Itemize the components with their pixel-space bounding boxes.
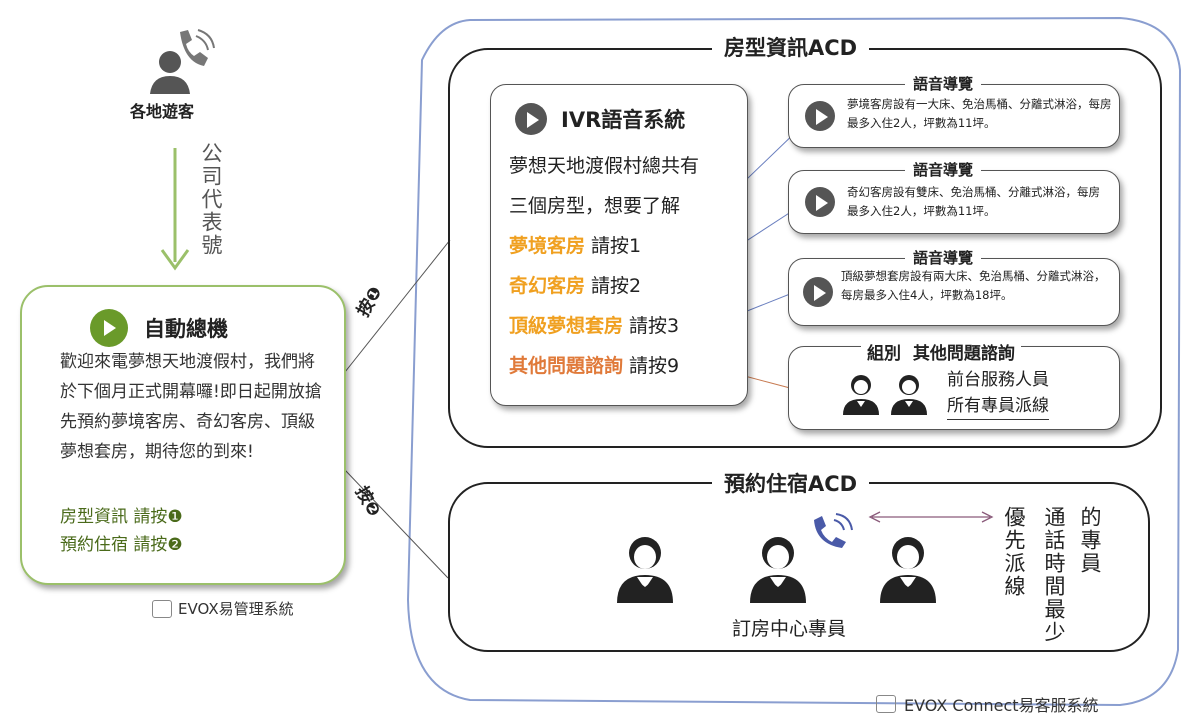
voice-guide-title: 語音導覽	[905, 73, 982, 94]
option-room-info: 房型資訊 請按❶	[60, 507, 183, 527]
auto-attendant-message: 歡迎來電夢想天地渡假村，我們將於下個月正式開幕囉!即日起開放搶先預約夢境客房、奇…	[60, 352, 322, 462]
acd-room-title: 房型資訊ACD	[712, 32, 870, 62]
auto-attendant-box: 自動總機 歡迎來電夢想天地渡假村，我們將於下個月正式開幕囉!即日起開放搶先預約夢…	[20, 285, 346, 585]
evox-logo-icon	[152, 599, 172, 618]
agent-icon	[841, 373, 881, 415]
ivr-option-9: 其他問題諮詢 請按9	[509, 355, 680, 377]
group-title: 組別 其他問題諮詢	[861, 339, 1021, 364]
evox-manager-label: EVOX易管理系統	[152, 598, 294, 619]
voice-guide-3: 語音導覽 頂級夢想套房設有兩大床、免治馬桶、分離式淋浴，每房最多入住4人，坪數為…	[788, 247, 1120, 326]
booking-agent-icon	[878, 535, 938, 603]
play-icon	[515, 103, 547, 135]
option-booking: 預約住宿 請按❷	[60, 535, 183, 555]
voice-guide-title: 語音導覽	[905, 159, 982, 180]
acd-booking-title: 預約住宿ACD	[712, 468, 870, 498]
voice-guide-text: 奇幻客房設有雙床、免治馬桶、分離式淋浴，每房最多入住2人，坪數為11坪。	[847, 185, 1100, 218]
booking-agents-label: 訂房中心專員	[732, 618, 847, 640]
ivr-title: IVR語音系統	[561, 108, 686, 132]
least-call-time-text: 通話時間最少	[1042, 506, 1066, 644]
agent-suffix-text: 的專員	[1078, 506, 1102, 575]
ivr-box: IVR語音系統 夢想天地渡假村總共有 三個房型，想要了解 夢境客房 請按1 奇幻…	[490, 84, 748, 406]
booking-agent-icon	[615, 535, 675, 603]
visitor-label: 各地遊客	[130, 102, 195, 121]
ivr-line1: 夢想天地渡假村總共有	[509, 155, 700, 177]
auto-attendant-title: 自動總機	[144, 317, 228, 341]
company-number-label: 公司代表號	[199, 142, 223, 257]
voice-guide-2: 語音導覽 奇幻客房設有雙床、免治馬桶、分離式淋浴，每房最多入住2人，坪數為11坪…	[788, 159, 1120, 234]
play-icon	[803, 277, 833, 307]
ivr-line2: 三個房型，想要了解	[509, 195, 681, 217]
evox-manager-text: EVOX易管理系統	[178, 600, 294, 618]
agent-icon	[889, 373, 929, 415]
voice-guide-text: 頂級夢想套房設有兩大床、免治馬桶、分離式淋浴，每房最多入住4人，坪數為18坪。	[841, 269, 1106, 302]
booking-agent-icon	[748, 535, 808, 603]
auto-attendant-header: 自動總機	[90, 309, 228, 347]
ivr-option-2: 奇幻客房 請按2	[509, 275, 642, 297]
voice-guide-text: 夢境客房設有一大床、免治馬桶、分離式淋浴，每房最多入住2人，坪數為11坪。	[847, 97, 1112, 130]
voice-guide-title: 語音導覽	[905, 247, 982, 268]
play-icon	[805, 101, 835, 131]
group-line1: 前台服務人員	[947, 370, 1049, 390]
play-icon	[805, 187, 835, 217]
ivr-header: IVR語音系統	[515, 103, 685, 135]
group-other-box: 組別 其他問題諮詢 前台服務人員 所有專員派線	[788, 339, 1120, 430]
voice-guide-1: 語音導覽 夢境客房設有一大床、免治馬桶、分離式淋浴，每房最多入住2人，坪數為11…	[788, 73, 1120, 148]
ringing-phone-icon	[810, 512, 854, 554]
ivr-option-1: 夢境客房 請按1	[509, 235, 642, 257]
evox-logo-icon	[876, 695, 896, 713]
group-line2: 所有專員派線	[947, 393, 1049, 420]
ivr-option-3: 頂級夢想套房 請按3	[509, 315, 680, 337]
visitor-phone-icon	[148, 26, 218, 100]
evox-connect-text: EVOX Connect易客服系統	[904, 696, 1099, 715]
play-icon	[90, 309, 128, 347]
priority-dispatch-text: 優先派線	[1002, 506, 1026, 598]
evox-connect-label: EVOX Connect易客服系統	[876, 692, 1099, 716]
